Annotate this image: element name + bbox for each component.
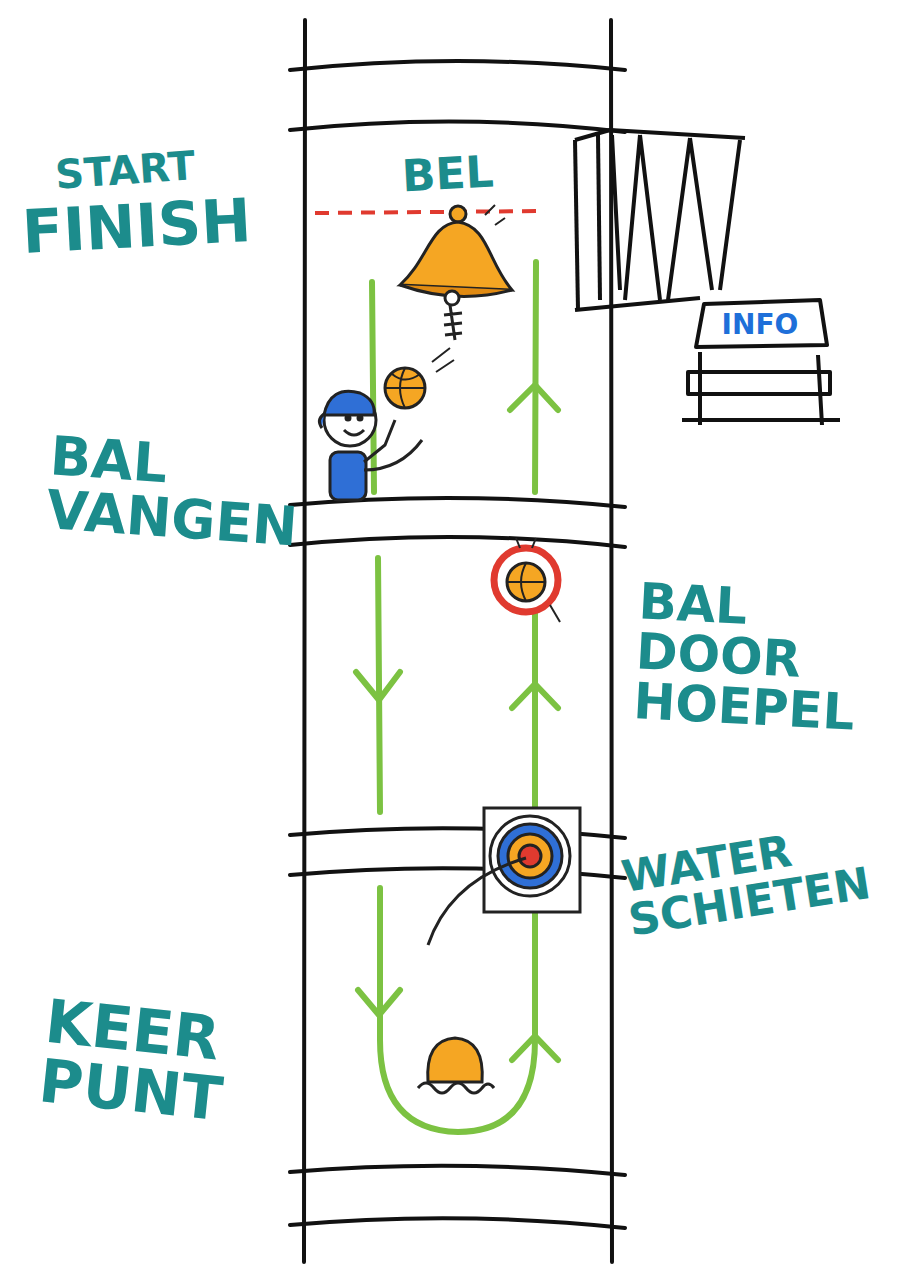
sign-text: INFO xyxy=(716,308,804,341)
bell xyxy=(400,205,512,340)
track-side xyxy=(611,20,612,1262)
turn-label: KEER PUNT xyxy=(36,991,231,1130)
station-label: BAL DOOR HOEPEL xyxy=(632,576,861,737)
water-target xyxy=(418,1038,494,1093)
info-sign: INFO xyxy=(690,298,830,351)
start-label: START xyxy=(54,145,197,195)
station-label: WATER SCHIETEN xyxy=(619,817,874,942)
hoop xyxy=(494,538,560,622)
track-side xyxy=(304,20,305,1262)
finish-label: FINISH xyxy=(21,190,253,262)
target xyxy=(428,808,580,945)
info-tent xyxy=(575,130,840,425)
player xyxy=(319,391,422,500)
station-label: BAL VANGEN xyxy=(45,429,303,554)
basketball xyxy=(385,348,454,408)
bell-label: BEL xyxy=(401,150,495,199)
